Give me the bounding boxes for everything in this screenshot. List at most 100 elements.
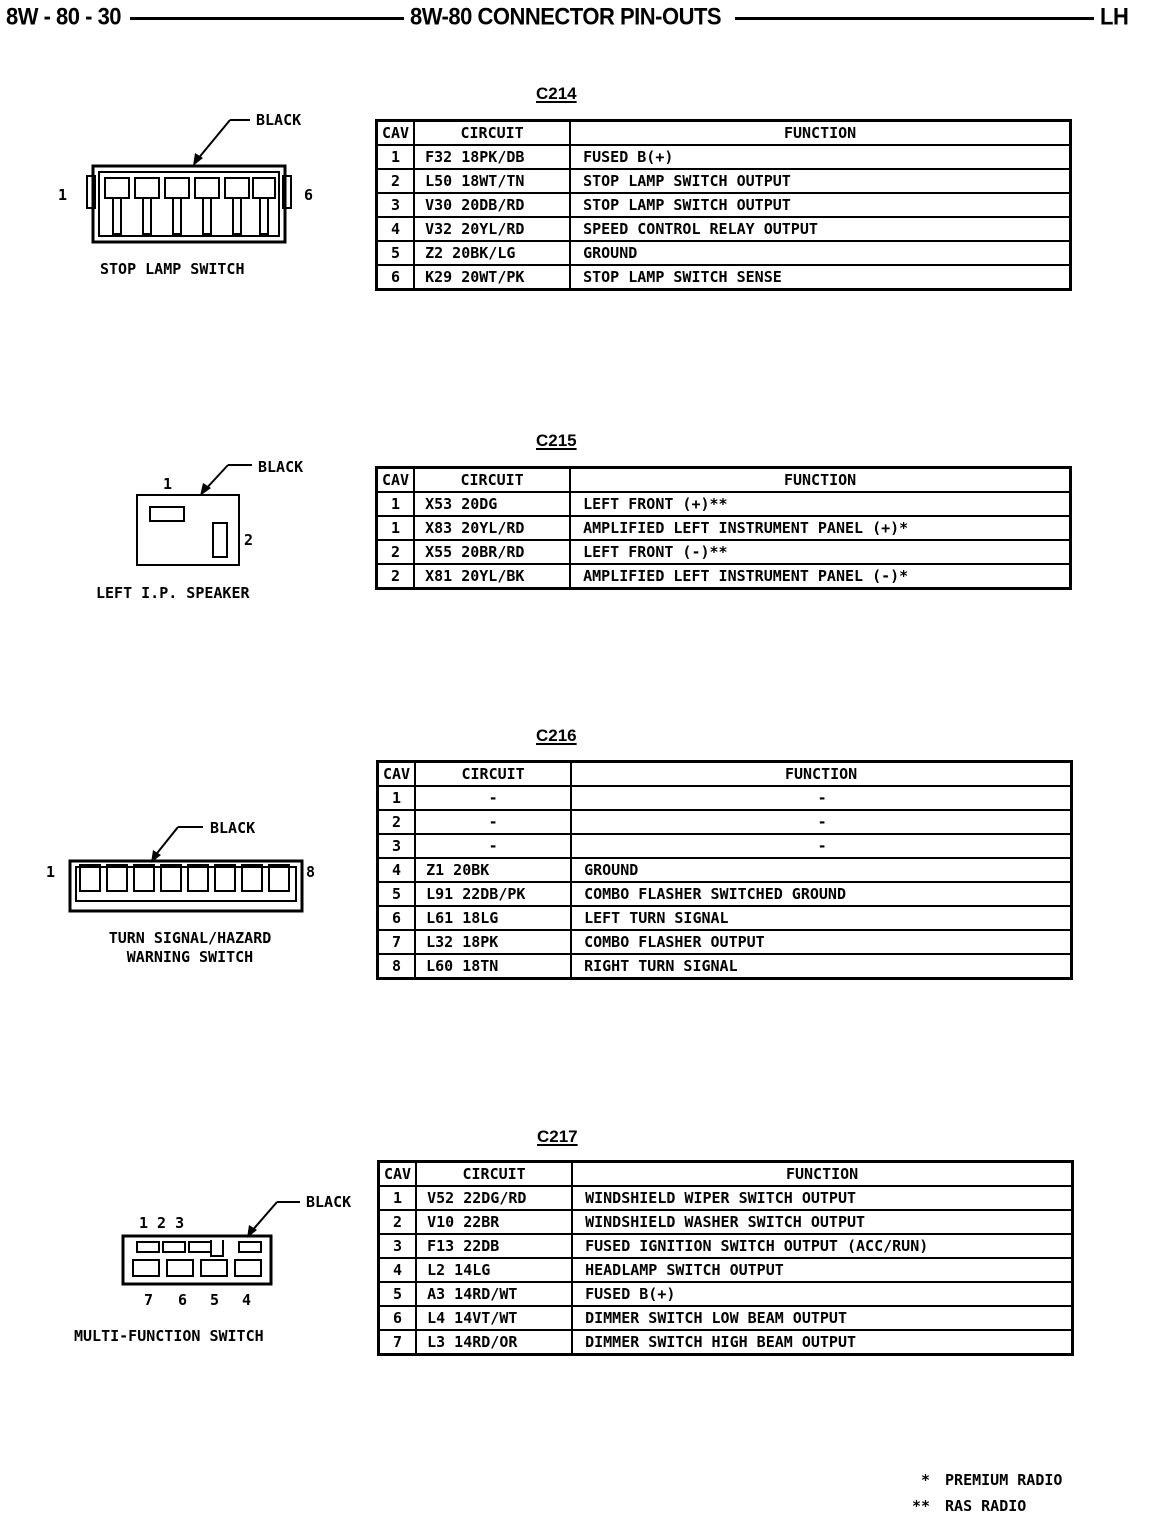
cell-cav: 8 xyxy=(376,953,417,980)
component-name-c215: LEFT I.P. SPEAKER xyxy=(96,584,250,602)
cell-cav: 7 xyxy=(377,1329,418,1356)
column-header-cav: CAV xyxy=(376,760,417,787)
cell-function: STOP LAMP SWITCH SENSE xyxy=(569,264,1072,291)
cell-circuit: X81 20YL/BK xyxy=(413,563,572,590)
cell-circuit: L2 14LG xyxy=(415,1257,574,1283)
color-label-c215: BLACK xyxy=(258,458,304,476)
cell-circuit: X55 20BR/RD xyxy=(413,539,572,565)
cell-function: FUSED B(+) xyxy=(571,1281,1074,1307)
cell-function: - xyxy=(570,809,1073,835)
cell-circuit: Z1 20BK xyxy=(414,857,573,883)
cell-cav: 2 xyxy=(376,809,417,835)
cell-circuit: L50 18WT/TN xyxy=(413,168,572,194)
cell-function: WINDSHIELD WIPER SWITCH OUTPUT xyxy=(571,1185,1074,1211)
pin-label-5-c217: 5 xyxy=(210,1291,220,1309)
cell-function: - xyxy=(570,833,1073,859)
column-header-circuit: CIRCUIT xyxy=(413,119,572,146)
cell-circuit: L32 18PK xyxy=(414,929,573,955)
cell-cav: 4 xyxy=(375,216,416,242)
cell-circuit: X53 20DG xyxy=(413,491,572,517)
cell-circuit: Z2 20BK/LG xyxy=(413,240,572,266)
connector-id-c215: C215 xyxy=(536,431,577,450)
cell-cav: 3 xyxy=(376,833,417,859)
cell-function: LEFT TURN SIGNAL xyxy=(570,905,1073,931)
cell-function: RIGHT TURN SIGNAL xyxy=(570,953,1073,980)
cell-function: FUSED B(+) xyxy=(569,144,1072,170)
footnote-mark: * xyxy=(920,1471,930,1489)
column-header-circuit: CIRCUIT xyxy=(414,760,573,787)
footnote-text: RAS RADIO xyxy=(945,1497,1027,1515)
cell-cav: 1 xyxy=(375,491,416,517)
cell-circuit: F13 22DB xyxy=(415,1233,574,1259)
cell-circuit: L60 18TN xyxy=(414,953,573,980)
column-header-circuit: CIRCUIT xyxy=(415,1160,574,1187)
footnote-ras-radio: ** RAS RADIO xyxy=(900,1497,1026,1515)
cell-circuit: V10 22BR xyxy=(415,1209,574,1235)
table-row: 2-- xyxy=(376,809,1073,835)
cell-circuit: - xyxy=(414,833,573,859)
connector-id-c216: C216 xyxy=(536,726,577,745)
column-header-cav: CAV xyxy=(375,119,416,146)
cell-function: GROUND xyxy=(570,857,1073,883)
turn-signal-hazard-connector-diagram xyxy=(68,826,304,913)
component-name-c216-line2: WARNING SWITCH xyxy=(126,948,254,966)
column-header-function: FUNCTION xyxy=(570,760,1073,787)
cell-circuit: X83 20YL/RD xyxy=(413,515,572,541)
multi-function-switch-connector-diagram xyxy=(121,1201,300,1286)
footnote-premium-radio: * PREMIUM RADIO xyxy=(900,1471,1062,1489)
cell-cav: 6 xyxy=(376,905,417,931)
pin-label-left-c215: 1 xyxy=(163,475,173,493)
cell-cav: 2 xyxy=(375,539,416,565)
cell-function: STOP LAMP SWITCH OUTPUT xyxy=(569,192,1072,218)
cell-cav: 6 xyxy=(375,264,416,291)
cell-function: DIMMER SWITCH HIGH BEAM OUTPUT xyxy=(571,1329,1074,1356)
component-name-c214: STOP LAMP SWITCH xyxy=(100,260,245,278)
cell-cav: 1 xyxy=(376,785,417,811)
column-header-function: FUNCTION xyxy=(569,466,1072,493)
header-rule-left xyxy=(130,17,410,20)
pin-label-6-c217: 6 xyxy=(178,1291,188,1309)
cell-function: AMPLIFIED LEFT INSTRUMENT PANEL (-)* xyxy=(569,563,1072,590)
component-name-c216-line1: TURN SIGNAL/HAZARD xyxy=(108,929,272,947)
cell-function: STOP LAMP SWITCH OUTPUT xyxy=(569,168,1072,194)
cell-function: LEFT FRONT (+)** xyxy=(569,491,1072,517)
table-row: 1-- xyxy=(376,785,1073,811)
color-label-c217: BLACK xyxy=(306,1193,352,1211)
color-label-c216: BLACK xyxy=(210,819,256,837)
cell-function: HEADLAMP SWITCH OUTPUT xyxy=(571,1257,1074,1283)
cell-function: LEFT FRONT (-)** xyxy=(569,539,1072,565)
page-title: 8W-80 CONNECTOR PIN-OUTS xyxy=(404,2,728,32)
page-code: 8W - 80 - 30 xyxy=(0,2,128,32)
table-row: 3-- xyxy=(376,833,1073,859)
pin-label-right-c216: 8 xyxy=(306,863,316,881)
cell-cav: 2 xyxy=(375,168,416,194)
footnote-mark: ** xyxy=(911,1497,930,1515)
cell-circuit: L3 14RD/OR xyxy=(415,1329,574,1356)
cell-cav: 1 xyxy=(375,144,416,170)
side-indicator: LH xyxy=(1094,2,1135,32)
stop-lamp-switch-connector-diagram xyxy=(86,119,292,244)
column-header-function: FUNCTION xyxy=(569,119,1072,146)
cell-circuit: - xyxy=(414,809,573,835)
cell-cav: 2 xyxy=(377,1209,418,1235)
cell-function: FUSED IGNITION SWITCH OUTPUT (ACC/RUN) xyxy=(571,1233,1074,1259)
cell-circuit: - xyxy=(414,785,573,811)
cell-cav: 5 xyxy=(375,240,416,266)
